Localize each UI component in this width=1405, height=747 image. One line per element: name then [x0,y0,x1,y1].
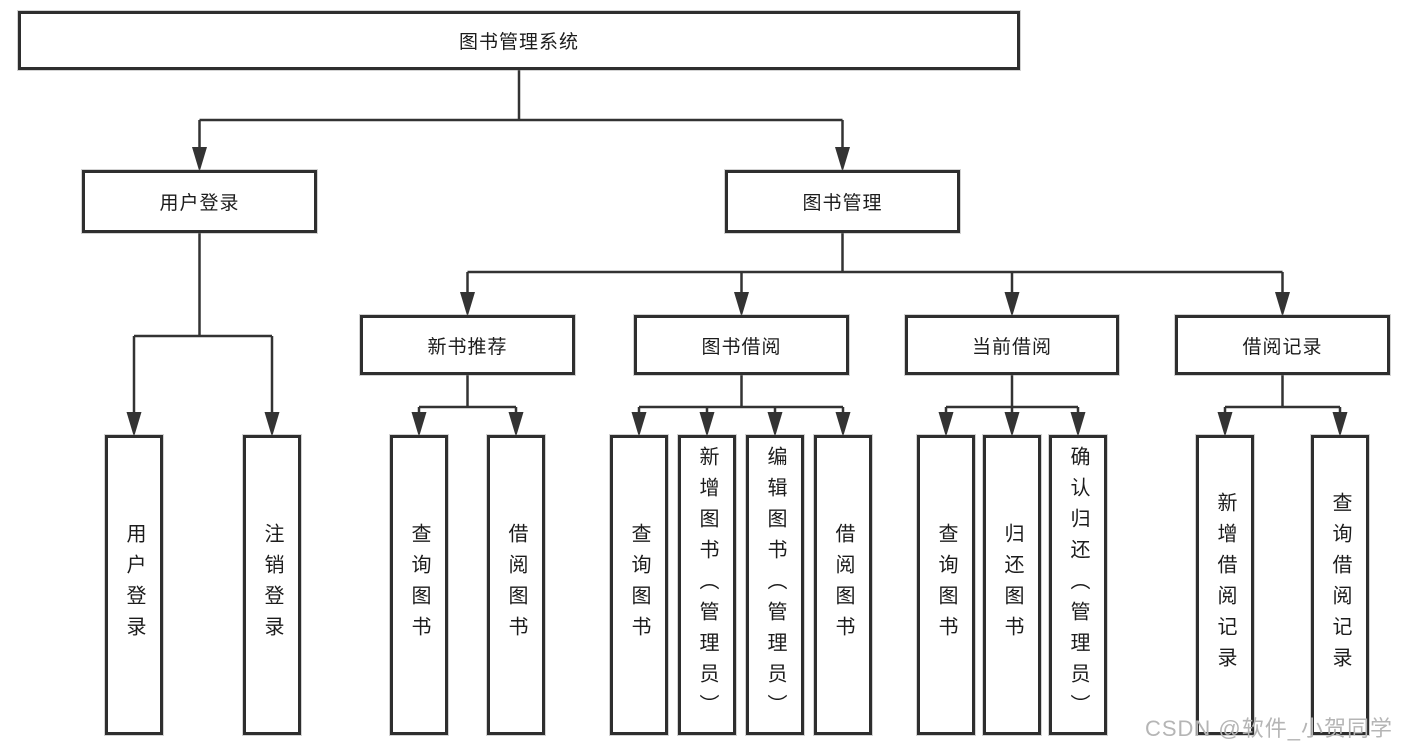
node-user-login: 用户登录 [82,170,317,233]
leaf-bb-edit-book: 编辑图书（管理员） [746,435,804,735]
csdn-watermark: CSDN @软件_小贺同学 [1144,716,1393,741]
node-book-borrow: 图书借阅 [634,315,849,375]
leaf-bb-query-book: 查询图书 [610,435,668,735]
node-current-borrow: 当前借阅 [905,315,1119,375]
node-root-system: 图书管理系统 [18,11,1020,70]
leaf-rec-borrow-book: 借阅图书 [487,435,545,735]
leaf-br-add-record: 新增借阅记录 [1196,435,1254,735]
node-borrow-record: 借阅记录 [1175,315,1390,375]
leaf-cb-return-book: 归还图书 [983,435,1041,735]
node-book-management: 图书管理 [725,170,960,233]
leaf-cb-query-book: 查询图书 [917,435,975,735]
leaf-user-login: 用户登录 [105,435,163,735]
leaf-br-query-record: 查询借阅记录 [1311,435,1369,735]
leaf-bb-borrow-book: 借阅图书 [814,435,872,735]
leaf-logout: 注销登录 [243,435,301,735]
node-new-book-recommend: 新书推荐 [360,315,575,375]
leaf-bb-add-book: 新增图书（管理员） [678,435,736,735]
arrowheads [126,147,1348,437]
leaf-rec-query-book: 查询图书 [390,435,448,735]
leaf-cb-confirm-return: 确认归还（管理员） [1049,435,1107,735]
